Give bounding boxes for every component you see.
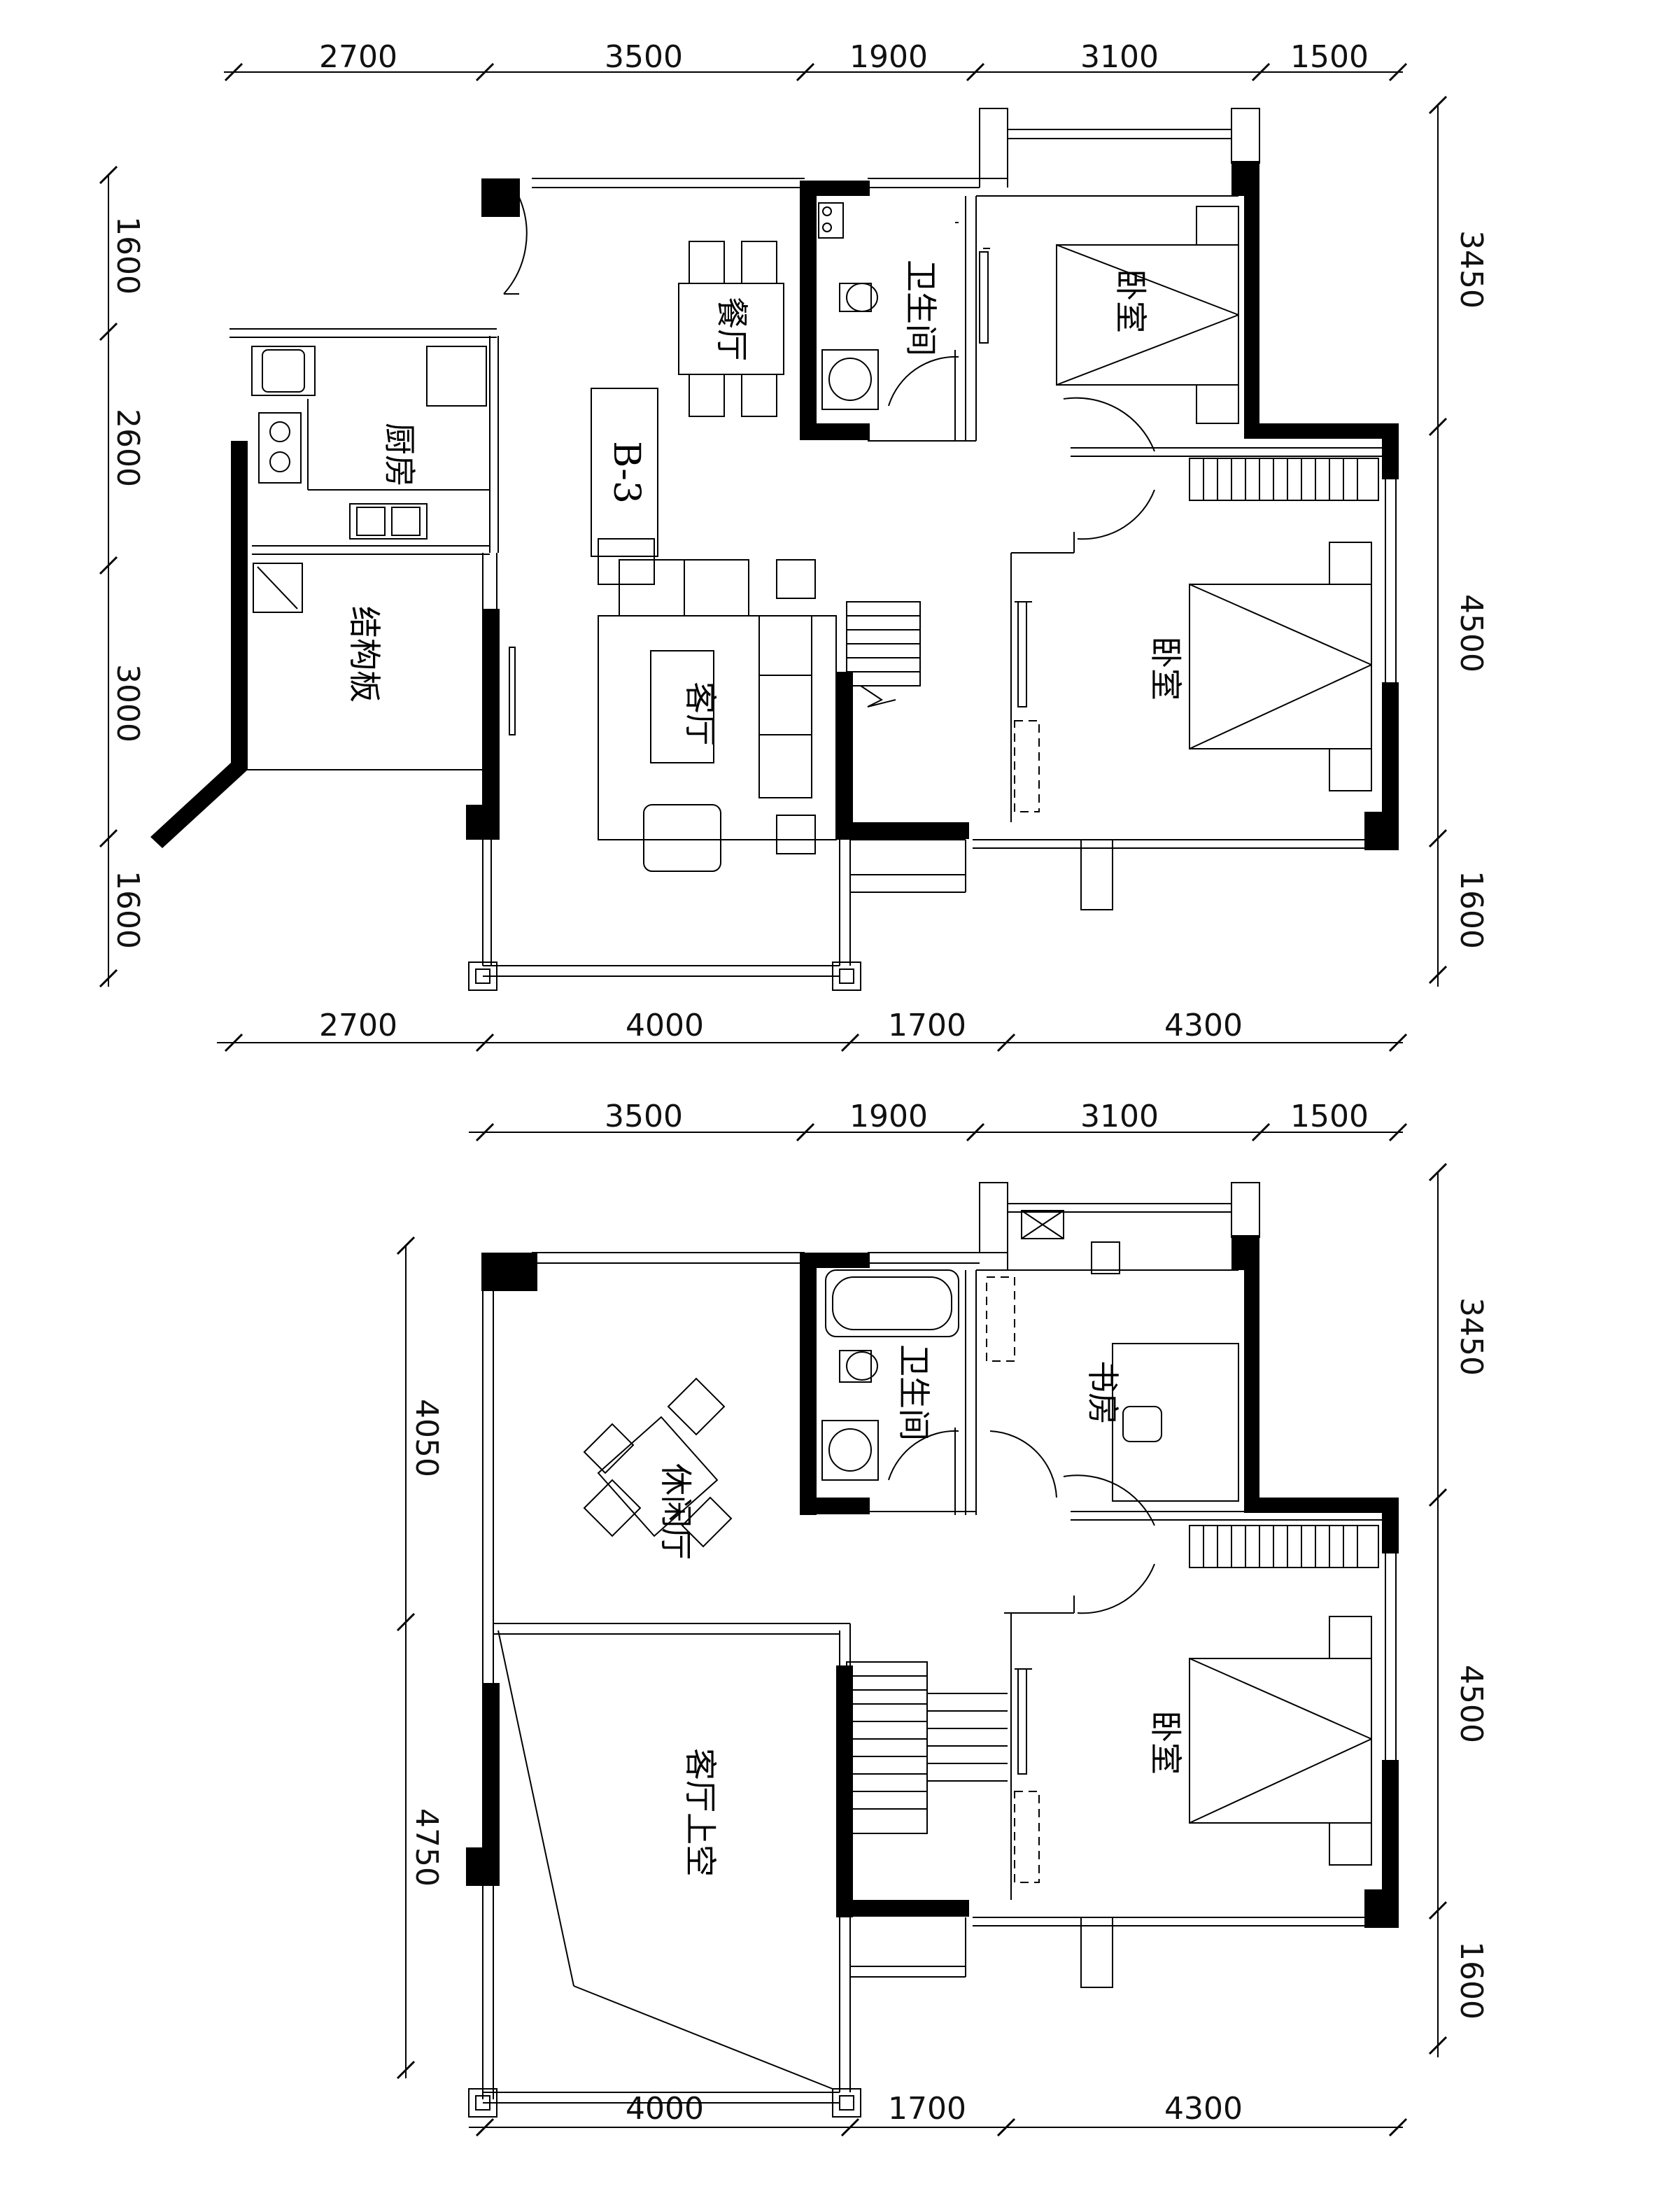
dining-table [678,241,784,417]
dim-text: 4000 [626,2091,704,2127]
room-label-bath: 卫生间 [902,260,940,356]
dim-text: 4000 [626,1008,704,1043]
bed-top [1056,206,1239,424]
walls-thin-2 [468,1182,1397,2118]
dim-text: 4750 [409,1808,444,1887]
dim-text: 3500 [605,1099,683,1134]
doors-2 [888,1430,1155,1614]
bath-fixtures-1 [818,202,990,410]
dim-text: 3100 [1080,1099,1159,1134]
dim-text: 1900 [849,1099,928,1134]
dim-text: 4500 [1453,1665,1489,1743]
dim-text: 1600 [1453,871,1489,949]
dim-text: 2700 [319,1008,397,1043]
bed-main [1014,458,1379,812]
dim-text: 3500 [605,39,683,75]
dim-text: 1600 [110,216,146,295]
room-label-leisure: 休闲厅 [657,1463,695,1560]
dim-text: 2700 [319,39,397,75]
dim-text: 1600 [110,871,146,949]
stair-2 [846,1661,1008,1834]
room-label-living: 客厅 [682,682,719,746]
dim-line-left-1: 1600 2600 3000 1600 [99,165,146,988]
room-label-bath-2: 卫生间 [895,1344,933,1441]
plan-upper: 2700 3500 1900 3100 1500 2700 4000 1700 … [99,39,1489,1052]
bath-fixtures-2 [821,1269,959,1481]
dim-text: 3450 [1453,230,1489,309]
dim-text: 4500 [1453,594,1489,672]
room-label-dining: 餐厅 [713,297,751,361]
dim-text: 1900 [849,39,928,75]
room-label-bedroom-2: 卧室 [1147,1710,1185,1775]
dim-text: 1700 [888,1008,966,1043]
dim-text: 3100 [1080,39,1159,75]
room-label-study: 书房 [1084,1360,1122,1425]
walls-thick-2 [466,1235,1399,1928]
dim-text: 2600 [110,409,146,487]
dim-text: 3450 [1453,1297,1489,1376]
unit-tag: B-3 [591,388,658,557]
dim-line-right-1: 3450 4500 1600 [1428,95,1489,987]
dim-text: 3000 [110,664,146,742]
room-label-structural-slab: 结构板 [346,606,383,703]
slab-marker [509,647,516,735]
room-label-bedroom-top: 卧室 [1112,269,1150,333]
plan-lower: 3500 1900 3100 1500 4000 1700 4300 [396,1099,1489,2137]
dim-text: 1500 [1290,39,1369,75]
dim-line-bottom-2: 4000 1700 4300 [469,2091,1408,2137]
doors-1 [503,197,1155,540]
study-furniture [986,1210,1239,1502]
room-label-kitchen: 厨房 [381,423,418,487]
dim-text: 4050 [409,1399,444,1477]
walls-thin-1 [230,108,1397,991]
stair-1 [846,601,921,707]
bed-lower [1014,1525,1379,1883]
kitchen-fixtures [251,346,490,613]
dim-line-bottom-1: 2700 4000 1700 4300 [217,1008,1408,1052]
dim-text: 1600 [1453,1941,1489,2020]
leisure-table [583,1377,733,1548]
dim-line-left-2: 4050 4750 [396,1236,444,2080]
dim-text: 4300 [1164,1008,1243,1043]
dim-line-top-2: 3500 1900 3100 1500 [469,1099,1408,1142]
dim-text: 4300 [1164,2091,1243,2127]
dim-line-top-1: 2700 3500 1900 3100 1500 [224,39,1408,82]
dim-text: 1500 [1290,1099,1369,1134]
void-outline [497,1630,833,2090]
unit-tag-label: B-3 [605,441,647,504]
living-furniture [598,538,837,872]
dim-line-right-2: 3450 4500 1600 [1428,1162,1489,2057]
dim-text: 1700 [888,2091,966,2127]
walls-thick-1 [150,161,1399,850]
room-label-living-void: 客厅上空 [682,1748,719,1877]
room-label-bedroom-main: 卧室 [1147,636,1185,700]
